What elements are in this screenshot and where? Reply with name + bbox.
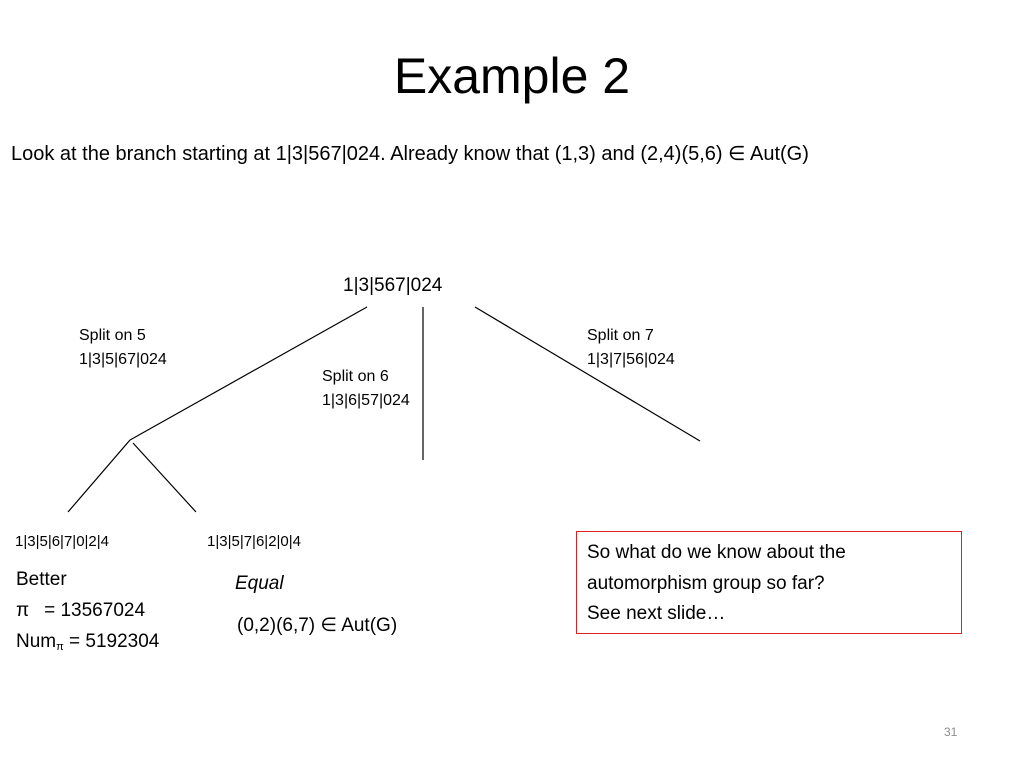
intro-text: Look at the branch starting at 1|3|567|0… xyxy=(11,143,809,165)
branch-partition: 1|3|7|56|024 xyxy=(587,351,675,368)
branch-split-6: Split on 6 1|3|6|57|024 xyxy=(322,365,410,413)
result-left: Better π= 13567024 Numπ = 5192304 xyxy=(16,564,159,663)
branch-split-7: Split on 7 1|3|7|56|024 xyxy=(587,324,675,372)
callout-line-1: So what do we know about the xyxy=(587,542,846,563)
edge-split-7 xyxy=(474,306,701,442)
branch-heading: Split on 7 xyxy=(587,327,654,344)
branch-heading: Split on 5 xyxy=(79,327,146,344)
slide-number: 31 xyxy=(944,725,958,739)
root-node-label: 1|3|567|024 xyxy=(343,275,443,296)
pi-value: = 13567024 xyxy=(44,600,146,621)
num-value: = 5192304 xyxy=(63,631,160,652)
verdict-better: Better xyxy=(16,569,67,590)
leaf-left-label: 1|3|5|6|7|0|2|4 xyxy=(15,533,110,550)
pi-symbol: π xyxy=(16,600,30,621)
edge-leaf-right xyxy=(132,442,197,513)
edge-split-5 xyxy=(129,306,368,441)
pi-line: π = 13567024 xyxy=(16,595,159,626)
leaf-right-label: 1|3|5|7|6|2|0|4 xyxy=(207,533,302,550)
branch-heading: Split on 6 xyxy=(322,368,389,385)
num-subscript: π xyxy=(56,641,64,653)
branch-partition: 1|3|5|67|024 xyxy=(79,351,167,368)
num-line: Numπ = 5192304 xyxy=(16,626,159,663)
verdict-equal: Equal xyxy=(235,573,284,594)
branch-partition: 1|3|6|57|024 xyxy=(322,392,410,409)
edge-leaf-left xyxy=(67,439,131,513)
callout-line-3: See next slide… xyxy=(587,603,726,624)
callout-box: So what do we know about the automorphis… xyxy=(576,531,962,634)
branch-split-5: Split on 5 1|3|5|67|024 xyxy=(79,324,167,372)
automorphism-result: (0,2)(6,7) ∈ Aut(G) xyxy=(237,615,398,636)
callout-line-2: automorphism group so far? xyxy=(587,572,825,594)
num-label: Num xyxy=(16,631,57,652)
slide-title: Example 2 xyxy=(393,48,631,104)
